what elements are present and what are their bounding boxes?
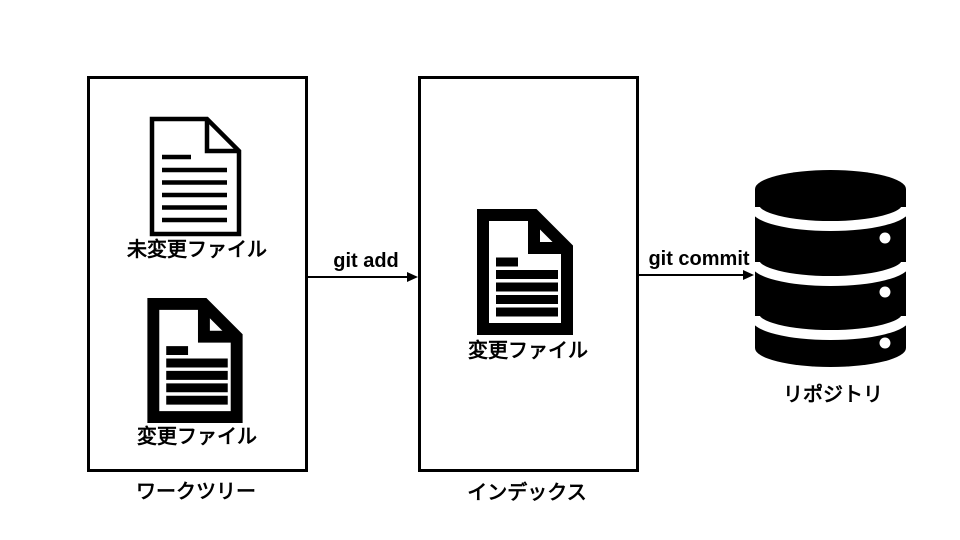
git-commit-arrow bbox=[639, 274, 743, 276]
unchanged-file-label: 未変更ファイル bbox=[127, 239, 267, 261]
staged-file-icon bbox=[477, 209, 573, 335]
unchanged-file-icon bbox=[149, 116, 242, 237]
repository-database-icon bbox=[755, 170, 906, 367]
repository-label: リポジトリ bbox=[783, 384, 883, 406]
worktree-box-title: ワークツリー bbox=[136, 481, 256, 503]
git-add-arrow bbox=[308, 276, 407, 278]
modified-file-icon bbox=[147, 298, 243, 423]
git-commit-arrowhead-icon bbox=[743, 270, 754, 280]
staged-file-label: 変更ファイル bbox=[468, 340, 588, 362]
index-box-title: インデックス bbox=[467, 482, 587, 504]
git-commit-arrow-label: git commit bbox=[648, 248, 750, 270]
git-add-arrowhead-icon bbox=[407, 272, 418, 282]
git-add-arrow-label: git add bbox=[333, 250, 399, 272]
modified-file-label: 変更ファイル bbox=[137, 426, 257, 448]
